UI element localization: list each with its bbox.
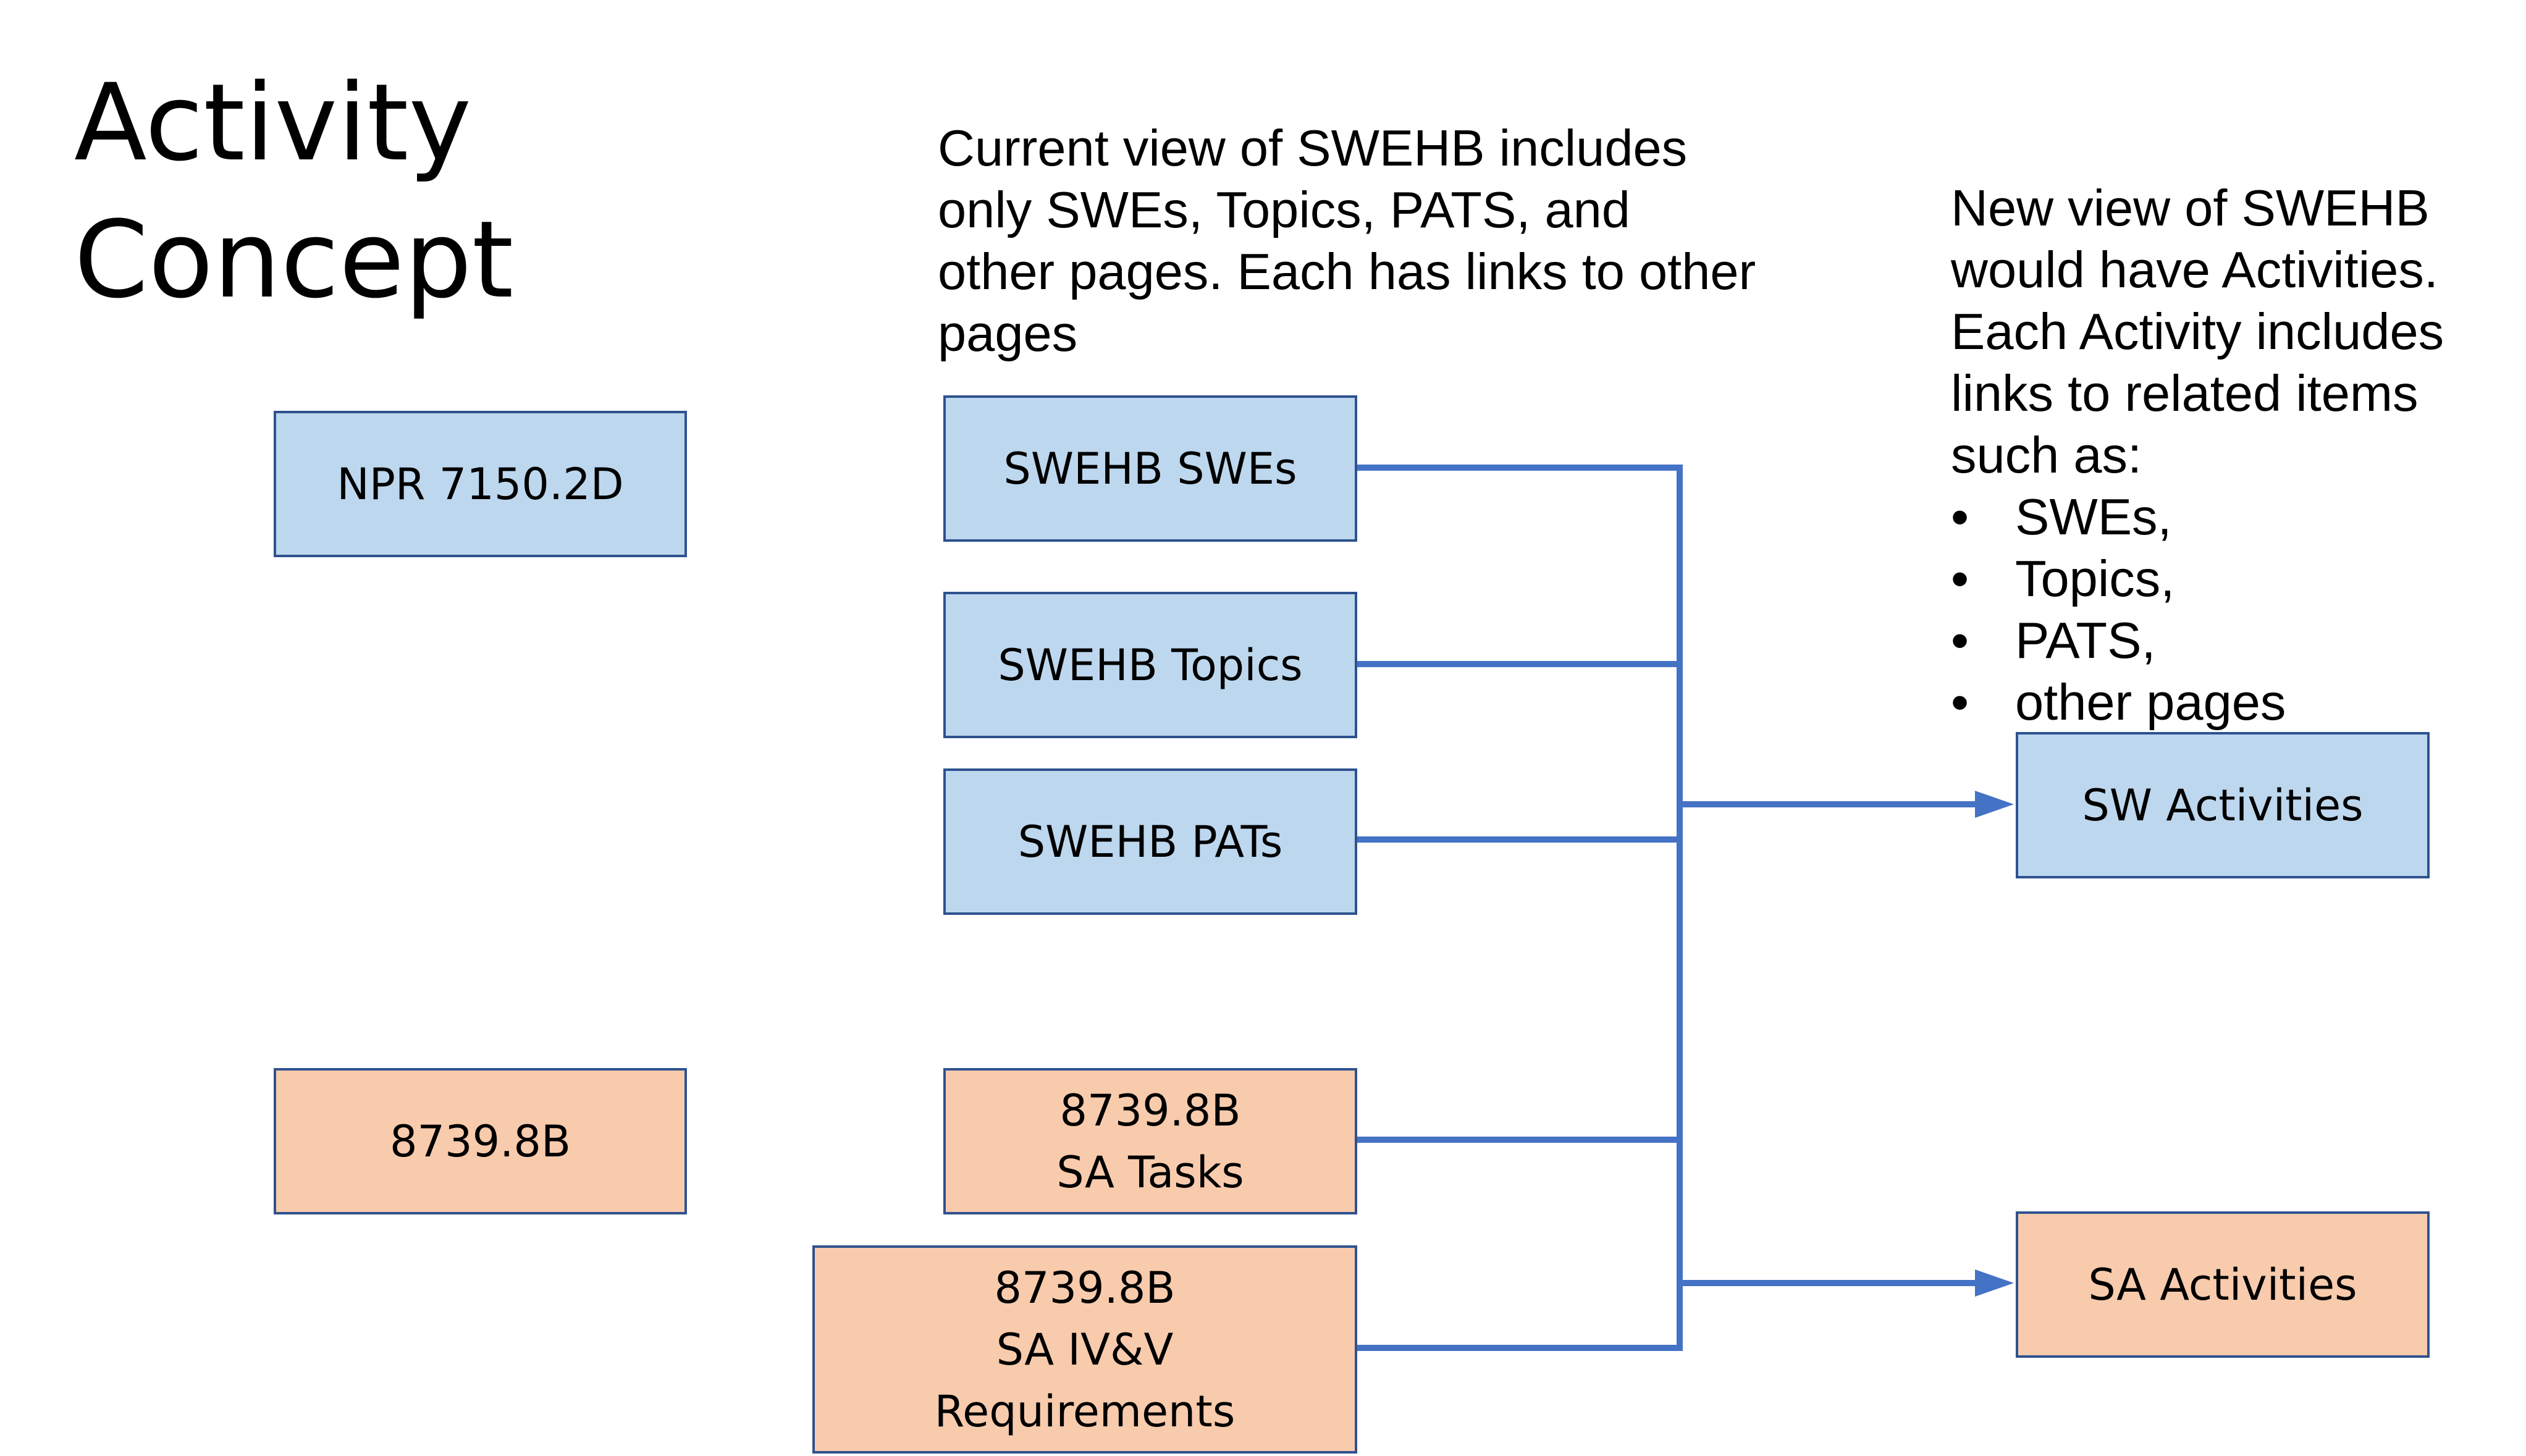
current-view-note-line: other pages. Each has links to other — [938, 243, 1756, 300]
new-view-note-line: links to related items — [1951, 364, 2419, 422]
box-label: SWEHB SWEs — [1003, 443, 1297, 494]
swehb-swes-box: SWEHB SWEs — [943, 395, 1357, 542]
related-item-label: SWEs, — [2015, 488, 2172, 545]
box-label-line: SA IV&V — [996, 1324, 1174, 1375]
bullet-icon: • — [1951, 488, 1969, 545]
related-item-label: Topics, — [2015, 550, 2175, 607]
new-view-note-line: New view of SWEHB — [1951, 179, 2430, 237]
bullet-icon: • — [1951, 550, 1969, 607]
related-item: • SWEs, — [1951, 486, 2286, 548]
box-label-line: Requirements — [934, 1386, 1236, 1437]
sa-activities-box: SA Activities — [2016, 1211, 2430, 1358]
slide-title-line-2: Concept — [74, 198, 514, 322]
slide-title: Activity Concept — [74, 54, 513, 329]
box-label: NPR 7150.2D — [337, 458, 624, 510]
arrowhead-sw-activities — [1975, 791, 2014, 818]
related-item: • other pages — [1951, 671, 2286, 733]
bullet-icon: • — [1951, 612, 1969, 669]
box-label: SWEHB PATs — [1017, 816, 1283, 867]
related-items-list: • SWEs, • Topics, • PATS, • other pages — [1951, 486, 2286, 733]
new-view-note-line: would have Activities. — [1951, 241, 2438, 298]
related-item: • PATS, — [1951, 610, 2286, 671]
swehb-pats-box: SWEHB PATs — [943, 768, 1357, 915]
related-item-label: PATS, — [2015, 612, 2156, 669]
box-label: 8739.8B — [390, 1116, 571, 1167]
bullet-icon: • — [1951, 673, 1969, 731]
sa-ivv-requirements-box: 8739.8B SA IV&V Requirements — [812, 1245, 1357, 1454]
box-label: SA Activities — [2088, 1259, 2357, 1310]
new-view-note: New view of SWEHB would have Activities.… — [1951, 177, 2444, 486]
current-view-note-line: Current view of SWEHB includes — [938, 119, 1688, 177]
box-label: SWEHB Topics — [998, 639, 1303, 691]
box-label-line: 8739.8B — [1059, 1085, 1241, 1136]
npr-7150-box: NPR 7150.2D — [274, 411, 687, 557]
swehb-topics-box: SWEHB Topics — [943, 592, 1357, 738]
box-label: SW Activities — [2082, 780, 2364, 831]
new-view-note-line: such as: — [1951, 426, 2142, 484]
std-8739-box: 8739.8B — [274, 1068, 687, 1214]
current-view-note-line: only SWEs, Topics, PATS, and — [938, 181, 1630, 238]
current-view-note: Current view of SWEHB includes only SWEs… — [938, 117, 1756, 364]
box-label-line: 8739.8B — [994, 1262, 1176, 1313]
box-label-line: SA Tasks — [1056, 1147, 1244, 1198]
arrowhead-sa-activities — [1975, 1269, 2014, 1297]
slide-title-line-1: Activity — [74, 61, 472, 185]
current-view-note-line: pages — [938, 305, 1078, 362]
new-view-note-line: Each Activity includes — [1951, 303, 2444, 360]
related-item-label: other pages — [2015, 673, 2286, 731]
related-item: • Topics, — [1951, 548, 2286, 610]
sa-tasks-box: 8739.8B SA Tasks — [943, 1068, 1357, 1214]
sw-activities-box: SW Activities — [2016, 732, 2430, 878]
